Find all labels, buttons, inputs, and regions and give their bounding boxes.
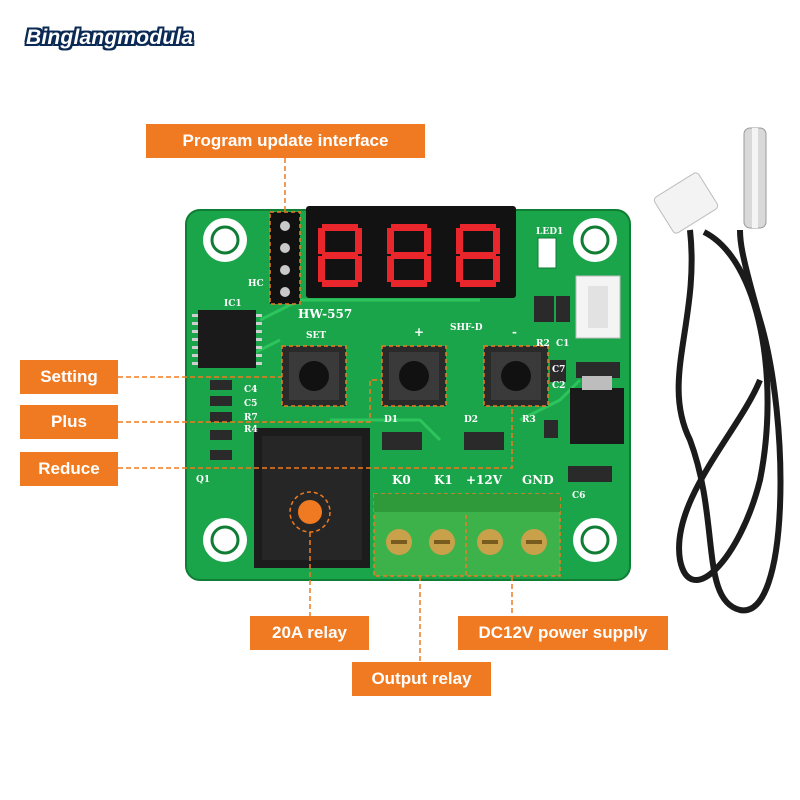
set-label: SET <box>306 331 326 341</box>
component-label: D2 <box>464 415 478 425</box>
terminal-label-12v: +12V <box>466 473 503 487</box>
display-digit <box>456 224 500 287</box>
terminal-screw <box>521 529 547 555</box>
board-id-label: SHF-D <box>450 323 483 333</box>
callout-output-relay: Output relay <box>352 662 491 696</box>
terminal-label-gnd: GND <box>522 473 554 487</box>
minus-label: - <box>512 325 517 339</box>
callout-leaders <box>118 158 513 664</box>
callout-setting: Setting <box>20 360 118 394</box>
component-label: R2 <box>536 339 550 349</box>
component-label: D1 <box>384 415 398 425</box>
board-model-label: HW-557 <box>298 307 352 321</box>
ic-chip <box>192 310 262 368</box>
plus-label: + <box>414 325 424 339</box>
program-header <box>269 211 301 305</box>
callout-reduce: Reduce <box>20 452 118 486</box>
relay <box>254 428 370 568</box>
component-label: R3 <box>522 415 536 425</box>
watermark-text: Binglangmodula <box>26 26 194 49</box>
component-label: R7 <box>244 413 258 423</box>
callout-20a-relay: 20A relay <box>250 616 369 650</box>
display-digit <box>387 224 431 287</box>
component-label: Q1 <box>196 475 210 485</box>
seven-segment-display <box>306 206 516 298</box>
callout-program-update: Program update interface <box>146 124 425 158</box>
component-label: C4 <box>244 385 257 395</box>
minus-button[interactable] <box>483 345 549 407</box>
status-led <box>537 237 557 269</box>
component-label: R4 <box>244 425 258 435</box>
header-label: HC <box>248 279 264 289</box>
led-label: LED1 <box>536 227 563 237</box>
component-label: C2 <box>552 381 565 391</box>
component-label: C5 <box>244 399 257 409</box>
probe-connector <box>653 172 719 234</box>
voltage-regulator <box>570 388 624 444</box>
mounting-holes <box>203 218 617 562</box>
terminal-screw <box>429 529 455 555</box>
pcb-board: HW-557 HC IC1 LED1 SET + - SHF-D C4 C5 R… <box>185 206 631 581</box>
terminal-block <box>373 493 561 577</box>
terminal-label-k1: K1 <box>434 473 453 487</box>
display-digit <box>318 224 362 287</box>
component-label: C6 <box>572 491 585 501</box>
callout-dc12v-power: DC12V power supply <box>458 616 668 650</box>
component-label: C7 <box>552 365 565 375</box>
temperature-probe <box>653 127 784 614</box>
terminal-label-k0: K0 <box>392 473 411 487</box>
plus-button[interactable] <box>381 345 447 407</box>
set-button[interactable] <box>281 345 347 407</box>
terminal-screw <box>477 529 503 555</box>
ic-label: IC1 <box>224 299 242 309</box>
component-label: C1 <box>556 339 569 349</box>
smd-components <box>210 296 620 482</box>
terminal-screw <box>386 529 412 555</box>
callout-plus: Plus <box>20 405 118 439</box>
